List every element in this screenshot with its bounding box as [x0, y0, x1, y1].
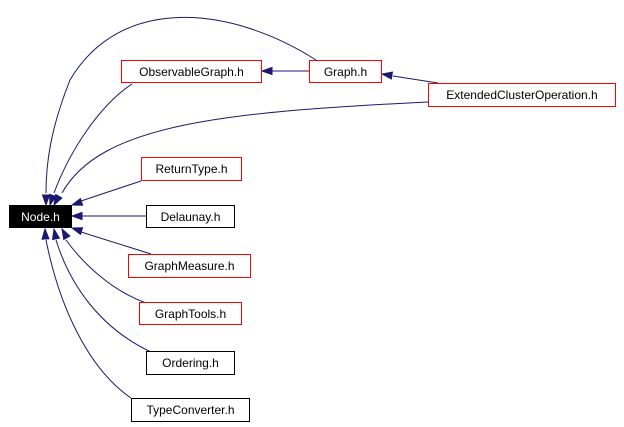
node-node-h[interactable]: Node.h — [9, 205, 72, 228]
node-delaunay-h[interactable]: Delaunay.h — [146, 205, 235, 228]
node-label: TypeConverter.h — [146, 403, 235, 417]
node-observablegraph-h[interactable]: ObservableGraph.h — [121, 60, 262, 83]
node-label: Delaunay.h — [160, 209, 221, 224]
node-label: GraphMeasure.h — [144, 259, 235, 273]
edge-extendedclusteroperation-to-graph — [392, 75, 439, 84]
node-extendedclusteroperation-h[interactable]: ExtendedClusterOperation.h — [428, 83, 616, 107]
node-label: Graph.h — [323, 64, 368, 79]
node-label: GraphTools.h — [154, 306, 227, 321]
arrowhead-extendedclusteroperation-to-graph — [380, 71, 394, 80]
node-typeconverter-h[interactable]: TypeConverter.h — [131, 398, 250, 422]
edge-observablegraph-to-node — [53, 83, 133, 194]
arrowhead-graph-to-node — [41, 194, 51, 207]
edge-extendedclusteroperation-to-node — [61, 101, 429, 194]
arrowhead-extendedclusteroperation-to-node — [53, 193, 63, 207]
arrowhead-graphmeasure-to-node — [70, 227, 84, 236]
node-label: Node.h — [21, 209, 60, 224]
arrowhead-delaunay-to-node — [70, 211, 83, 221]
edge-returntype-to-node — [80, 180, 142, 202]
edge-ordering-to-node — [55, 239, 152, 353]
arrowhead-observablegraph-to-node — [48, 193, 58, 207]
node-graph-h[interactable]: Graph.h — [309, 60, 382, 83]
arrowhead-ordering-to-node — [51, 227, 61, 241]
node-graphmeasure-h[interactable]: GraphMeasure.h — [128, 254, 251, 278]
node-graphtools-h[interactable]: GraphTools.h — [139, 302, 242, 325]
node-ordering-h[interactable]: Ordering.h — [146, 351, 235, 375]
arrowhead-graphtools-to-node — [61, 227, 71, 241]
node-label: ObservableGraph.h — [139, 64, 244, 79]
edge-typeconverter-to-node — [45, 239, 132, 399]
arrowhead-typeconverter-to-node — [41, 227, 50, 240]
edge-graph-to-node — [45, 17, 317, 194]
node-returntype-h[interactable]: ReturnType.h — [141, 157, 242, 181]
node-label: ReturnType.h — [155, 162, 228, 176]
arrowhead-graph-to-observablegraph — [260, 66, 273, 76]
edge-graphmeasure-to-node — [80, 231, 152, 255]
edge-graphtools-to-node — [65, 239, 147, 304]
node-label: Ordering.h — [162, 356, 219, 370]
node-label: ExtendedClusterOperation.h — [446, 88, 598, 102]
arrowhead-returntype-to-node — [70, 197, 84, 206]
